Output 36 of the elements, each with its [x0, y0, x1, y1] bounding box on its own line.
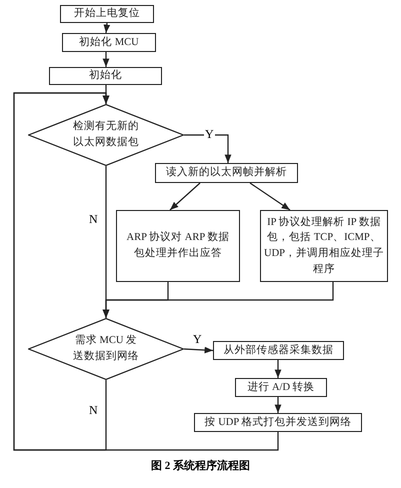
arrow [170, 182, 200, 210]
arrow [274, 360, 282, 378]
arrow [13, 92, 279, 451]
node-text: 初始化 MCU [79, 35, 139, 50]
node-text: 检测有无新的以太网数据包 [72, 119, 140, 150]
edge-label: Y [204, 128, 215, 140]
node-text: 按 UDP 格式打包并发送到网络 [204, 415, 352, 430]
node-text: 需求 MCU 发送数据到网络 [72, 333, 140, 364]
process-box [62, 33, 156, 52]
edge-label: N [88, 404, 99, 416]
arrow [104, 22, 110, 34]
decision-diamond [28, 104, 184, 166]
decision-diamond [28, 318, 184, 380]
node-text: 从外部传感器采集数据 [224, 343, 334, 358]
process-box [155, 163, 298, 183]
process-box [49, 67, 162, 85]
node-text: IP 协议处理解析 IP 数据包，包括 TCP、ICMP、UDP，并调用相应处理子程序 [263, 215, 385, 277]
process-box [194, 413, 362, 432]
process-box [116, 210, 240, 282]
node-text: 读入新的以太网帧并解析 [166, 165, 287, 180]
arrow [274, 397, 282, 413]
arrow [102, 52, 110, 67]
arrow [184, 134, 232, 163]
edge-label: Y [192, 333, 203, 345]
figure-caption: 图 2 系统程序流程图 [151, 460, 250, 472]
arrow [250, 182, 290, 210]
node-text: ARP 协议对 ARP 数据包处理并作出应答 [126, 230, 230, 261]
node-text: 开始上电复位 [74, 6, 140, 22]
process-box [60, 5, 154, 23]
arrow [184, 346, 214, 354]
process-box [235, 378, 327, 397]
process-box [213, 341, 344, 360]
node-text: 初始化 [89, 68, 122, 84]
edge-label: N [88, 213, 99, 225]
arrow [102, 282, 334, 318]
node-text: 进行 A/D 转换 [247, 380, 315, 395]
